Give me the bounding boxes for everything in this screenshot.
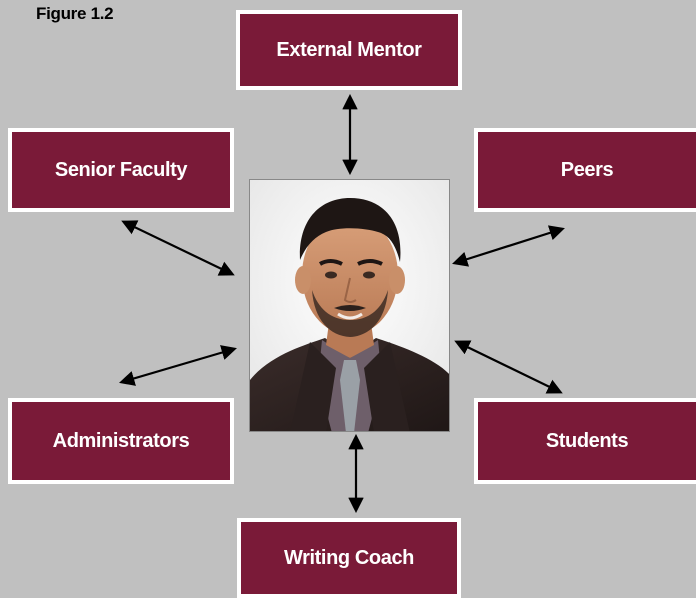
node-peers-label: Peers	[560, 158, 614, 181]
node-external-mentor: External Mentor	[236, 10, 462, 90]
arrow-peers	[452, 225, 565, 267]
node-peers: Peers	[474, 128, 696, 212]
figure-label: Figure 1.2	[36, 4, 114, 23]
node-administrators: Administrators	[8, 398, 234, 484]
node-students-label: Students	[545, 429, 629, 452]
arrow-administrators	[119, 345, 237, 386]
arrow-senior-faculty	[121, 220, 235, 276]
portrait-illustration	[250, 180, 449, 431]
node-senior-faculty: Senior Faculty	[8, 128, 234, 212]
node-students: Students	[474, 398, 696, 484]
node-administrators-label: Administrators	[52, 429, 190, 452]
node-external-mentor-label: External Mentor	[276, 38, 422, 61]
arrow-students	[454, 340, 563, 394]
node-writing-coach-label: Writing Coach	[284, 546, 414, 569]
portrait-photo	[249, 179, 450, 432]
node-senior-faculty-label: Senior Faculty	[54, 158, 188, 181]
